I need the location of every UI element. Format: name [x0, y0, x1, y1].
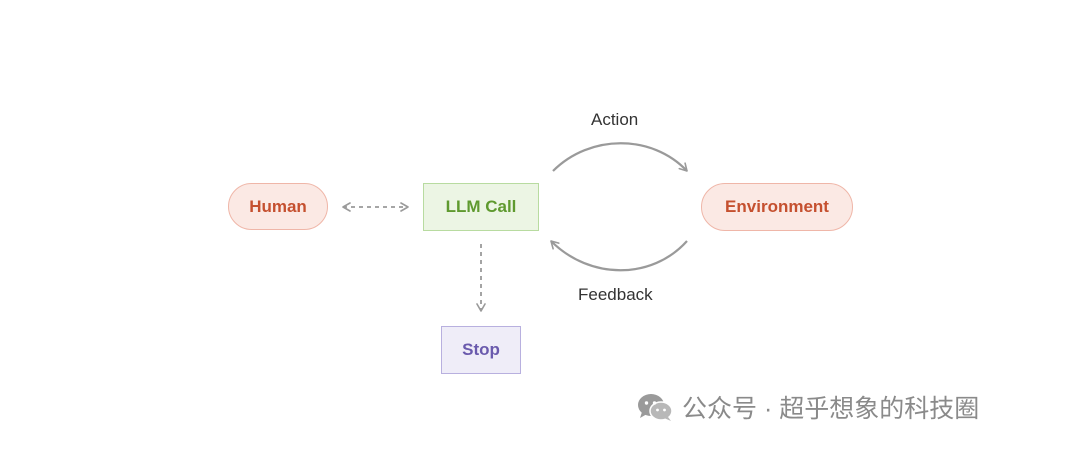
stop-node: Stop — [441, 326, 521, 374]
llm-call-node: LLM Call — [423, 183, 539, 231]
feedback-edge-label: Feedback — [578, 285, 653, 304]
stop-label: Stop — [462, 340, 500, 359]
feedback-arrow — [550, 240, 688, 272]
watermark-text: 公众号 · 超乎想象的科技圈 — [682, 395, 980, 423]
human-node: Human — [228, 183, 328, 230]
environment-label: Environment — [725, 197, 829, 216]
action-edge-label: Action — [591, 110, 639, 129]
wechat-icon — [638, 394, 673, 421]
environment-node: Environment — [701, 183, 853, 231]
action-arrow — [552, 142, 688, 172]
llm-call-label: LLM Call — [445, 197, 517, 216]
watermark: 公众号 · 超乎想象的科技圈 — [636, 388, 979, 426]
human-label: Human — [249, 196, 307, 216]
